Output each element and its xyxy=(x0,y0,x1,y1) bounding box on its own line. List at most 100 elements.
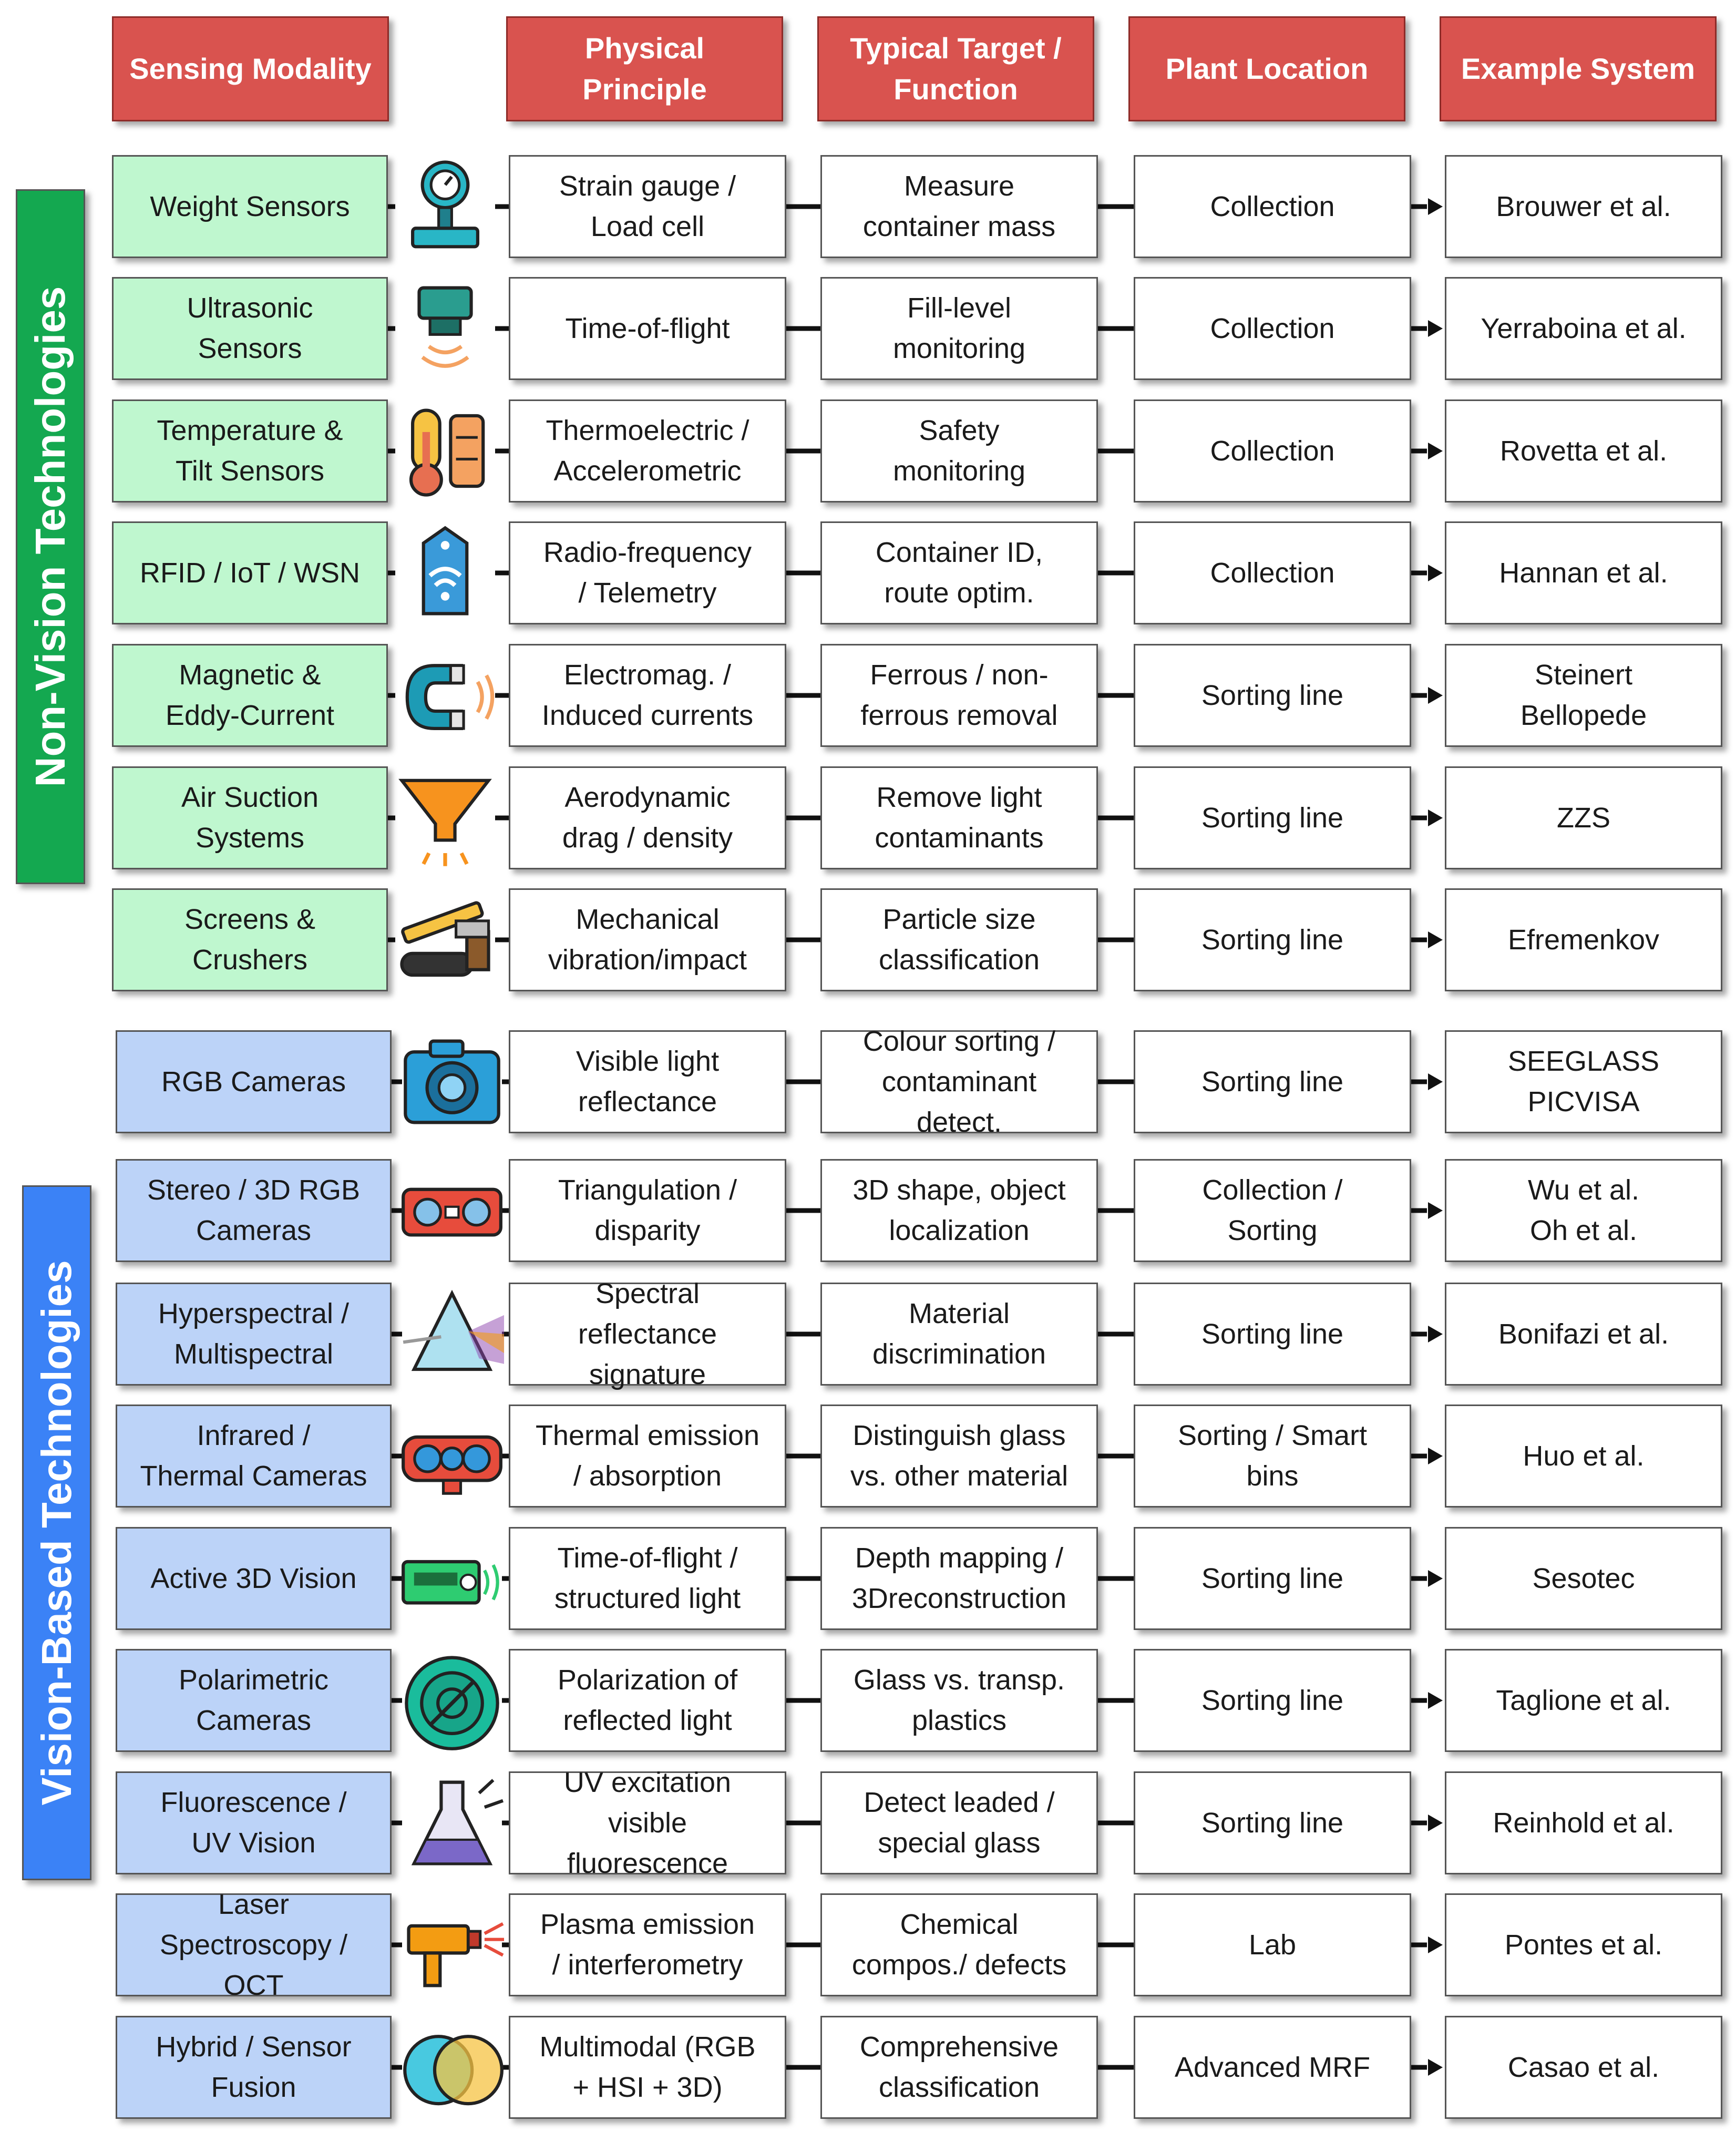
scale-icon xyxy=(390,155,500,258)
modality-cell: Hyperspectral / Multispectral xyxy=(116,1283,392,1386)
modality-cell: Polarimetric Cameras xyxy=(116,1649,392,1752)
example-cell: Hannan et al. xyxy=(1445,521,1722,624)
modality-cell: Screens & Crushers xyxy=(112,888,388,991)
connector-location-example-arrowhead xyxy=(1428,565,1443,581)
principle-cell: Time-of-flight xyxy=(509,277,786,380)
example-cell: Rovetta et al. xyxy=(1445,399,1722,503)
modality-cell: Temperature & Tilt Sensors xyxy=(112,399,388,503)
thermometer-icon xyxy=(390,399,500,503)
location-cell: Collection xyxy=(1134,399,1411,503)
prism-icon xyxy=(397,1283,507,1386)
connector-location-example-arrowhead xyxy=(1428,931,1443,948)
location-cell: Sorting line xyxy=(1134,888,1411,991)
location-cell: Sorting / Smart bins xyxy=(1134,1405,1411,1508)
modality-cell: Hybrid / Sensor Fusion xyxy=(116,2016,392,2119)
connector-location-example-arrowhead xyxy=(1428,2059,1443,2076)
principle-cell: Strain gauge / Load cell xyxy=(509,155,786,258)
principle-cell: Thermal emission / absorption xyxy=(509,1405,786,1508)
modality-cell: Laser Spectroscopy / OCT xyxy=(116,1889,392,2001)
modality-cell: Active 3D Vision xyxy=(116,1527,392,1630)
location-cell: Sorting line xyxy=(1134,1527,1411,1630)
non-vision-group-label: Non-Vision Technologies xyxy=(27,286,74,787)
location-cell: Sorting line xyxy=(1134,766,1411,869)
target-cell: Ferrous / non- ferrous removal xyxy=(820,644,1098,747)
connector-location-example-arrowhead xyxy=(1428,1073,1443,1090)
location-cell: Collection xyxy=(1134,277,1411,380)
non-vision-group-bar: Non-Vision Technologies xyxy=(16,189,85,884)
target-cell: Material discrimination xyxy=(820,1283,1098,1386)
location-cell: Lab xyxy=(1134,1893,1411,1996)
polarizer-icon xyxy=(397,1649,507,1752)
modality-cell: Air Suction Systems xyxy=(112,766,388,869)
target-cell: Fill-level monitoring xyxy=(820,277,1098,380)
depth-sensor-icon xyxy=(397,1527,507,1630)
example-cell: Casao et al. xyxy=(1445,2016,1722,2119)
crusher-icon xyxy=(390,888,500,991)
target-cell: Comprehensive classification xyxy=(820,2016,1098,2119)
vision-group-label: Vision-Based Technologies xyxy=(33,1260,80,1806)
principle-cell: Thermoelectric / Accelerometric xyxy=(509,399,786,503)
target-cell: Depth mapping / 3Dreconstruction xyxy=(820,1527,1098,1630)
example-cell: SEEGLASS PICVISA xyxy=(1445,1030,1722,1133)
connector-location-example-arrowhead xyxy=(1428,1692,1443,1709)
connector-location-example-arrowhead xyxy=(1428,198,1443,215)
example-cell: Yerraboina et al. xyxy=(1445,277,1722,380)
thermal-camera-icon xyxy=(397,1405,507,1508)
location-cell: Collection / Sorting xyxy=(1134,1159,1411,1262)
target-cell: Detect leaded / special glass xyxy=(820,1771,1098,1874)
example-cell: ZZS xyxy=(1445,766,1722,869)
location-cell: Sorting line xyxy=(1134,644,1411,747)
connector-location-example-arrowhead xyxy=(1428,1448,1443,1464)
target-cell: Particle size classification xyxy=(820,888,1098,991)
example-cell: Pontes et al. xyxy=(1445,1893,1722,1996)
example-cell: Brouwer et al. xyxy=(1445,155,1722,258)
example-cell: Steinert Bellopede xyxy=(1445,644,1722,747)
camera-icon xyxy=(397,1030,507,1133)
target-cell: Remove light contaminants xyxy=(820,766,1098,869)
location-cell: Sorting line xyxy=(1134,1030,1411,1133)
fusion-icon xyxy=(397,2016,507,2119)
location-cell: Sorting line xyxy=(1134,1283,1411,1386)
modality-cell: Ultrasonic Sensors xyxy=(112,277,388,380)
modality-cell: Infrared / Thermal Cameras xyxy=(116,1405,392,1508)
principle-cell: Electromag. / Induced currents xyxy=(509,644,786,747)
principle-cell: Time-of-flight / structured light xyxy=(509,1527,786,1630)
location-cell: Advanced MRF xyxy=(1134,2016,1411,2119)
connector-location-example-arrowhead xyxy=(1428,1815,1443,1831)
location-cell: Sorting line xyxy=(1134,1649,1411,1752)
connector-location-example-arrowhead xyxy=(1428,1202,1443,1219)
target-cell: Container ID, route optim. xyxy=(820,521,1098,624)
vision-group-bar: Vision-Based Technologies xyxy=(22,1185,91,1880)
connector-location-example-arrowhead xyxy=(1428,443,1443,459)
flask-icon xyxy=(397,1771,507,1874)
target-cell: 3D shape, object localization xyxy=(820,1159,1098,1262)
modality-cell: Weight Sensors xyxy=(112,155,388,258)
modality-cell: RFID / IoT / WSN xyxy=(112,521,388,624)
connector-location-example-arrowhead xyxy=(1428,809,1443,826)
target-cell: Glass vs. transp. plastics xyxy=(820,1649,1098,1752)
header-typical-target: Typical Target / Function xyxy=(817,16,1094,121)
example-cell: Bonifazi et al. xyxy=(1445,1283,1722,1386)
target-cell: Safety monitoring xyxy=(820,399,1098,503)
location-cell: Collection xyxy=(1134,521,1411,624)
ultrasonic-sensor-icon xyxy=(390,277,500,380)
example-cell: Wu et al. Oh et al. xyxy=(1445,1159,1722,1262)
principle-cell: Plasma emission / interferometry xyxy=(509,1893,786,1996)
connector-location-example-arrowhead xyxy=(1428,687,1443,704)
connector-location-example-arrowhead xyxy=(1428,1936,1443,1953)
location-cell: Collection xyxy=(1134,155,1411,258)
target-cell: Chemical compos./ defects xyxy=(820,1893,1098,1996)
example-cell: Sesotec xyxy=(1445,1527,1722,1630)
connector-location-example-arrowhead xyxy=(1428,320,1443,337)
modality-cell: Magnetic & Eddy-Current xyxy=(112,644,388,747)
header-example-system: Example System xyxy=(1440,16,1717,121)
location-cell: Sorting line xyxy=(1134,1771,1411,1874)
principle-cell: Triangulation / disparity xyxy=(509,1159,786,1262)
principle-cell: Mechanical vibration/impact xyxy=(509,888,786,991)
connector-location-example-arrowhead xyxy=(1428,1326,1443,1342)
principle-cell: Radio-frequency / Telemetry xyxy=(509,521,786,624)
rfid-tag-icon xyxy=(390,521,500,624)
header-sensing-modality: Sensing Modality xyxy=(112,16,389,121)
